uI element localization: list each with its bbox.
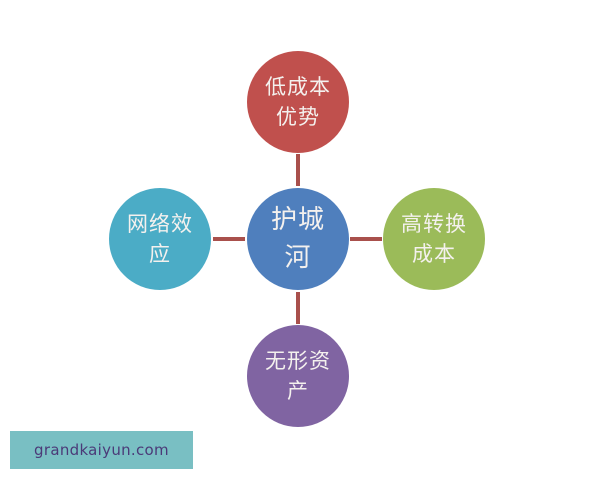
- watermark-banner: grandkaiyun.com: [10, 431, 193, 469]
- connector-left: [213, 237, 245, 241]
- connector-bottom: [296, 292, 300, 324]
- node-moat-center: 护城 河: [247, 188, 349, 290]
- node-label: 低成本 优势: [265, 75, 331, 129]
- connector-right: [350, 237, 382, 241]
- watermark-text: grandkaiyun.com: [34, 441, 169, 459]
- node-label: 无形资 产: [265, 349, 331, 403]
- center-label: 护城 河: [270, 205, 325, 273]
- connector-top: [296, 154, 300, 186]
- node-label: 高转换 成本: [401, 212, 467, 266]
- node-intangible-assets: 无形资 产: [247, 325, 349, 427]
- node-network-effect: 网络效 应: [109, 188, 211, 290]
- node-low-cost-advantage: 低成本 优势: [247, 51, 349, 153]
- node-high-switching-cost: 高转换 成本: [383, 188, 485, 290]
- node-label: 网络效 应: [127, 212, 193, 266]
